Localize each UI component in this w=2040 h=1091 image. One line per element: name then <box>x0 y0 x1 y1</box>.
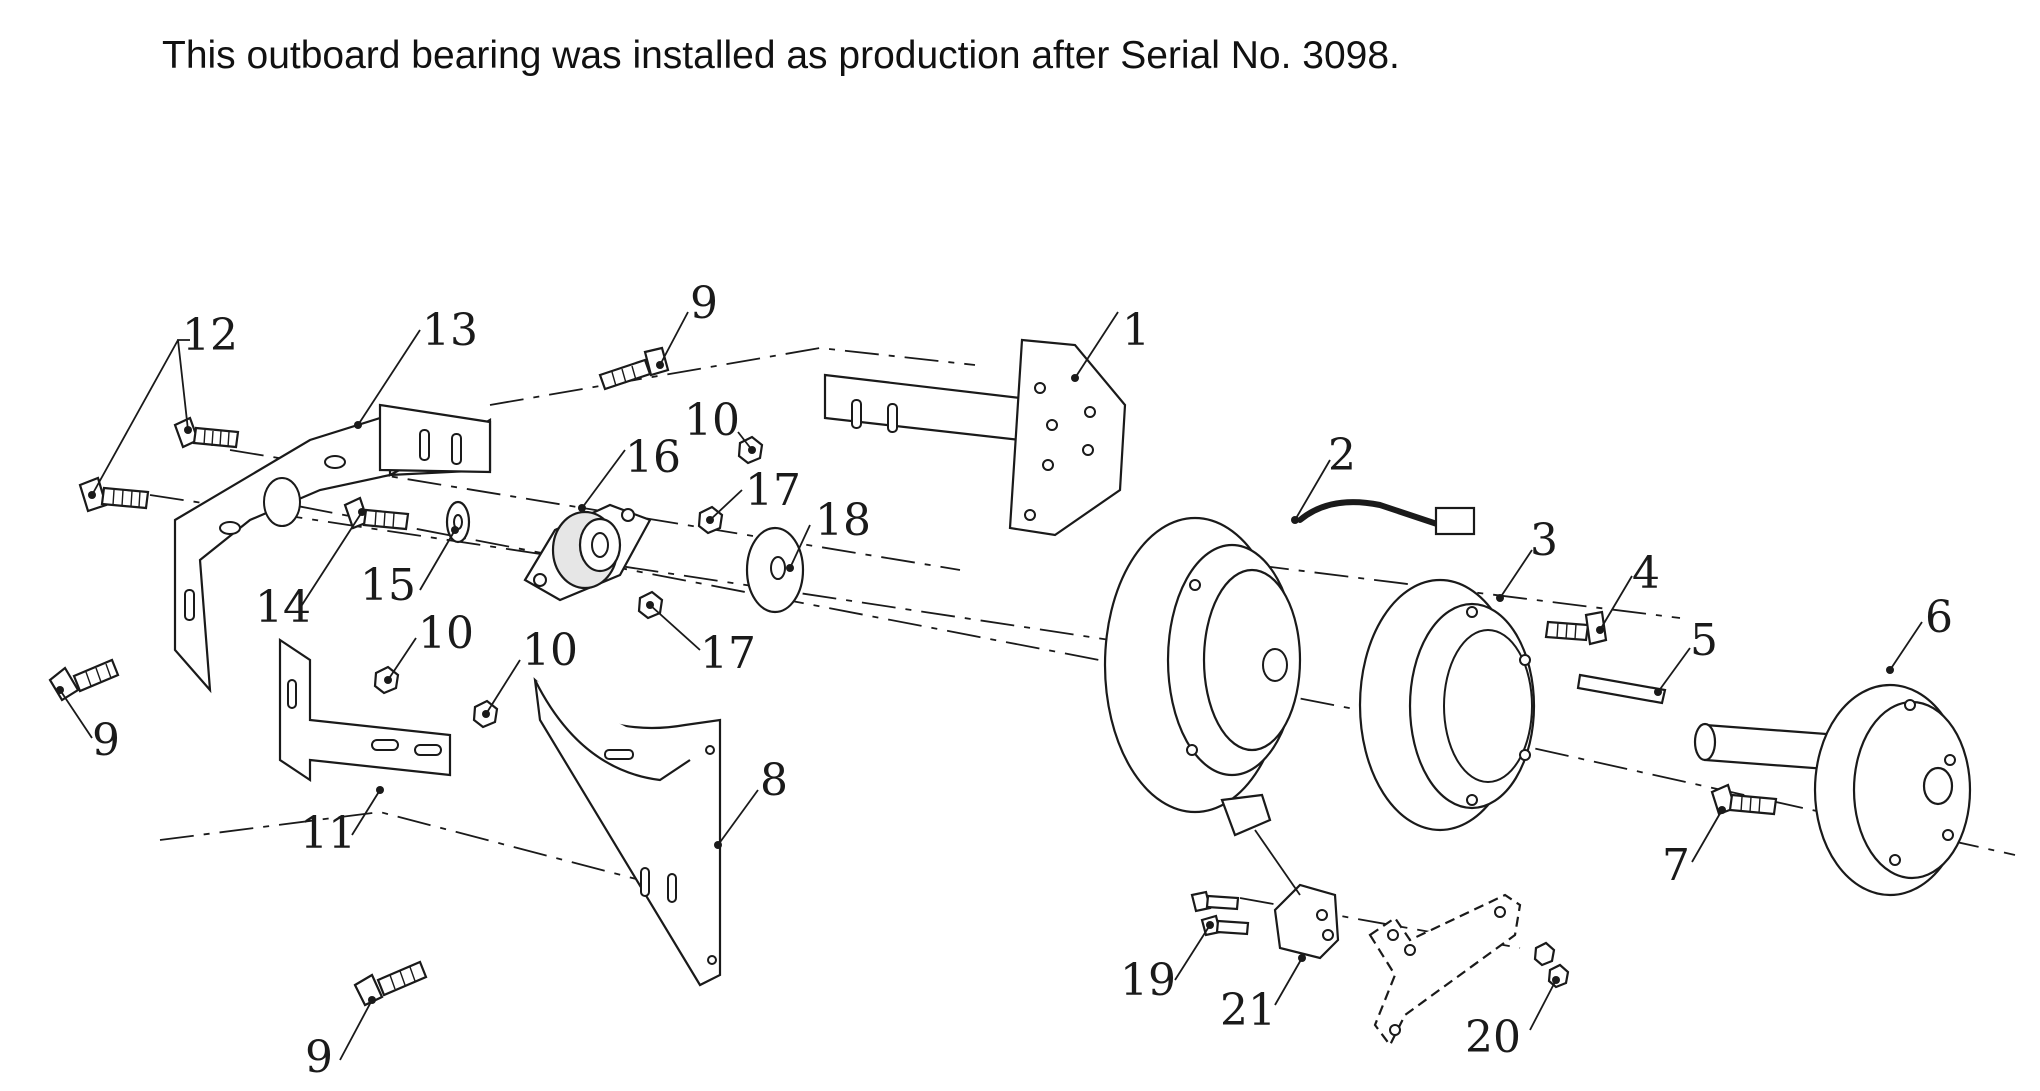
callout-12: 12 <box>182 310 238 361</box>
callout-14: 14 <box>255 582 311 633</box>
callout-17-upper: 17 <box>745 465 801 516</box>
part-8-saddle-bracket <box>533 677 722 987</box>
leader-lines <box>56 311 1923 1061</box>
bolts-19 <box>1190 890 1250 937</box>
callout-20: 20 <box>1465 1012 1521 1063</box>
callout-1: 1 <box>1122 305 1150 356</box>
callout-9-upper: 9 <box>690 278 718 329</box>
callout-18: 18 <box>815 495 871 546</box>
callout-3: 3 <box>1530 515 1558 566</box>
part-6-hub-flange <box>1693 683 1972 897</box>
installation-note: This outboard bearing was installed as p… <box>162 34 1400 77</box>
callout-16: 16 <box>625 432 681 483</box>
callout-13: 13 <box>422 305 478 356</box>
bolt-9-left <box>48 658 120 702</box>
bolt-14 <box>343 496 410 531</box>
callout-7: 7 <box>1662 840 1690 891</box>
part-15-washer <box>445 500 471 544</box>
part-21-mount-bracket <box>1273 883 1340 960</box>
part-16-flange-bearing <box>523 503 652 602</box>
callout-11: 11 <box>300 808 356 859</box>
callout-2: 2 <box>1328 430 1356 481</box>
part-18-large-washer <box>745 526 805 614</box>
callout-19: 19 <box>1120 955 1176 1006</box>
callout-labels: 1 2 3 4 5 6 7 8 9 9 9 10 10 10 11 12 13 … <box>92 278 1953 1083</box>
bolt-12-upper <box>173 416 240 449</box>
callout-4: 4 <box>1632 548 1660 599</box>
part-13-side-bracket <box>173 403 492 694</box>
part-1-mounting-plate <box>823 338 1127 537</box>
tie-plate <box>1368 893 1522 1048</box>
part-11-lower-bracket <box>278 637 452 783</box>
part-3-rotor-ring <box>1358 578 1536 832</box>
bolt-7 <box>1710 783 1778 816</box>
callout-9-lower: 9 <box>305 1032 333 1083</box>
callout-21: 21 <box>1220 985 1276 1036</box>
part-2-clutch-body <box>1103 499 1476 837</box>
bolt-9-upper <box>598 346 670 391</box>
callout-17-lower: 17 <box>700 628 756 679</box>
callout-5: 5 <box>1690 615 1718 666</box>
callout-9-left: 9 <box>92 715 120 766</box>
part-5-key <box>1576 673 1667 705</box>
callout-8: 8 <box>760 755 788 806</box>
callout-10-right: 10 <box>522 625 578 676</box>
callout-10-middle: 10 <box>418 608 474 659</box>
callout-10-upper: 10 <box>684 395 740 446</box>
callout-15: 15 <box>360 560 416 611</box>
bolt-4 <box>1544 610 1608 646</box>
bolt-9-lower <box>353 960 428 1007</box>
callout-6: 6 <box>1925 592 1953 643</box>
